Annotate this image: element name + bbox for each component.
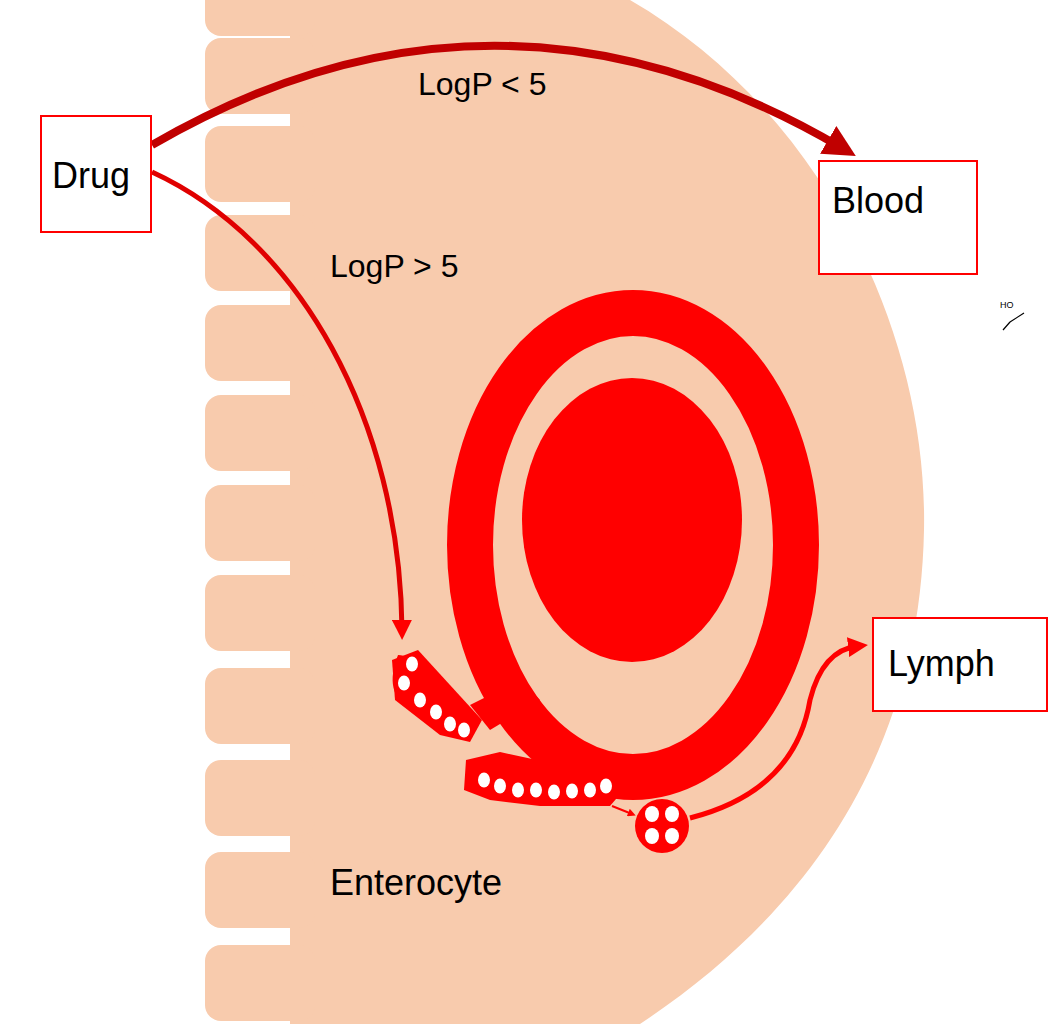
microvillus	[205, 485, 315, 561]
lipid-droplet	[645, 806, 659, 822]
lymph-arrow	[690, 646, 858, 818]
structure-fragment-text: HO	[1000, 300, 1014, 310]
microvillus	[205, 395, 315, 471]
lipid-droplet	[444, 717, 456, 732]
microvillus	[205, 945, 315, 1021]
lipid-droplet	[566, 784, 578, 799]
lipid-droplet	[600, 779, 612, 794]
lipid-droplet	[414, 693, 426, 708]
drug-box: Drug	[40, 115, 152, 233]
lipid-droplet	[665, 806, 679, 822]
chylomicron	[635, 799, 689, 853]
cell-body	[290, 0, 924, 1024]
lipid-droplet	[665, 828, 679, 844]
lymph-box: Lymph	[872, 617, 1048, 712]
microvillus	[205, 0, 315, 36]
lipid-droplet	[398, 676, 410, 691]
nucleus-envelope	[470, 313, 796, 777]
microvillus	[205, 305, 315, 381]
edge-label: LogP < 5	[418, 66, 546, 103]
logp-label: LogP > 5	[330, 248, 458, 285]
lipid-droplet	[645, 828, 659, 844]
lipid-droplet	[406, 657, 418, 672]
lipid-droplet	[584, 783, 596, 798]
lipid-droplet	[512, 783, 524, 798]
box-label: Blood	[832, 180, 924, 222]
lipid-droplet	[478, 773, 490, 788]
microvillus	[205, 852, 315, 928]
box-label: Lymph	[888, 643, 995, 685]
microvillus	[205, 760, 315, 836]
nucleolus	[522, 378, 742, 662]
cell-label: Enterocyte	[330, 862, 502, 904]
er-fragment	[392, 650, 482, 742]
absorption-arrow	[152, 46, 842, 148]
box-label: Drug	[52, 155, 130, 197]
microvillus	[205, 126, 315, 202]
transport-arrow	[612, 806, 632, 814]
lipid-droplet	[548, 785, 560, 800]
lipid-droplet	[494, 779, 506, 794]
absorption-arrow	[152, 172, 402, 630]
microvillus	[205, 668, 315, 744]
lipid-droplet	[530, 783, 542, 798]
lipid-droplet	[458, 723, 470, 738]
lipid-droplet	[430, 705, 442, 720]
structure-fragment	[1003, 313, 1024, 330]
microvillus	[205, 575, 315, 651]
er-fragment	[464, 752, 622, 806]
blood-box: Blood	[818, 160, 978, 275]
